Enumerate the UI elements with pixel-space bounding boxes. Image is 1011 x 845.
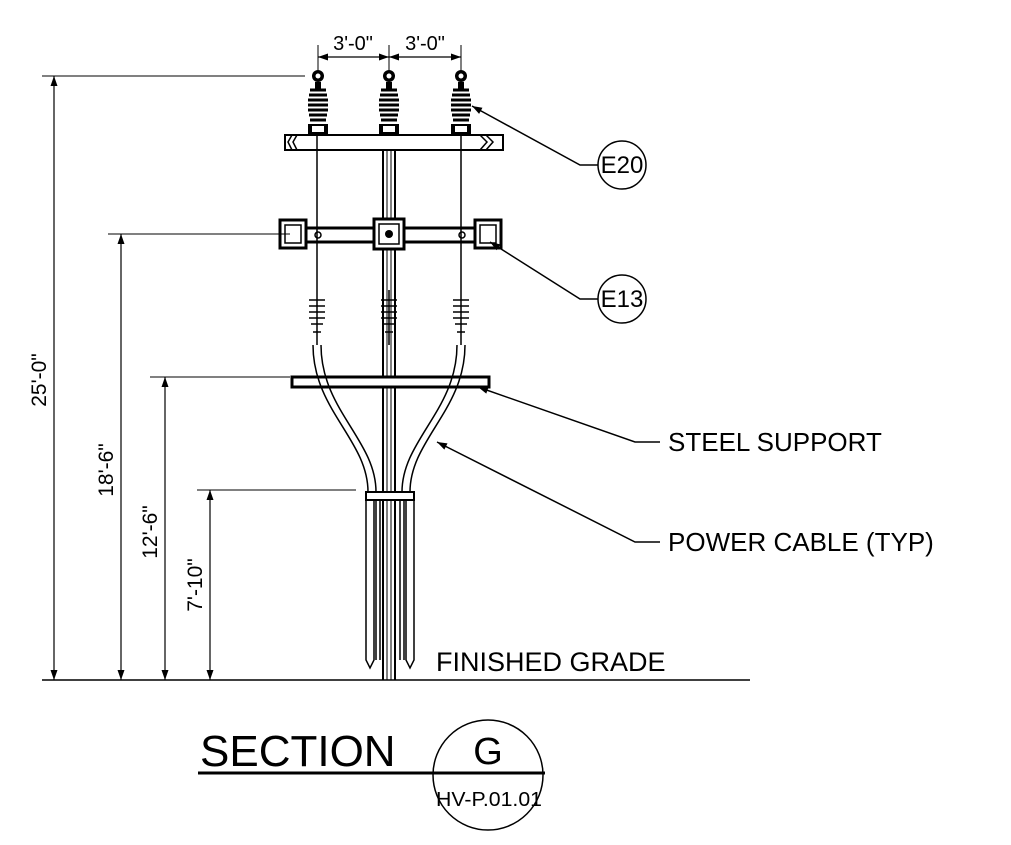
callout-e13-label: E13 bbox=[601, 286, 644, 313]
top-spacing-dimensions: 3'-0" 3'-0" bbox=[317, 33, 462, 70]
total-height-label: 25'-0" bbox=[28, 353, 51, 407]
spacing-left-label: 3'-0" bbox=[333, 33, 373, 55]
pole-structure bbox=[278, 68, 504, 680]
steel-support-label: STEEL SUPPORT bbox=[668, 427, 882, 457]
height-dimensions: 25'-0" 18'-6" 12'-6" 7'-10" bbox=[28, 75, 356, 680]
callout-e20-label: E20 bbox=[601, 152, 644, 179]
section-sheet: HV-P.01.01 bbox=[436, 789, 542, 811]
spacing-right-label: 3'-0" bbox=[405, 33, 445, 55]
section-bubble bbox=[432, 719, 544, 831]
steel-support-leader: STEEL SUPPORT bbox=[477, 386, 882, 457]
power-cables bbox=[312, 344, 466, 493]
callout-e20: E20 bbox=[471, 105, 647, 190]
section-title: SECTION bbox=[200, 727, 396, 776]
steel-support-height-label: 12'-6" bbox=[139, 505, 162, 559]
cable-split-height-label: 7'-10" bbox=[184, 558, 207, 612]
finished-grade-label: FINISHED GRADE bbox=[436, 647, 666, 677]
power-cable-leader: POWER CABLE (TYP) bbox=[436, 441, 934, 557]
section-letter: G bbox=[473, 731, 503, 773]
callout-e13: E13 bbox=[489, 241, 647, 324]
power-cable-label: POWER CABLE (TYP) bbox=[668, 527, 934, 557]
section-title-block: SECTION G HV-P.01.01 bbox=[198, 719, 545, 831]
cable-terminations bbox=[309, 290, 469, 345]
crossarm-height-label: 18'-6" bbox=[95, 443, 118, 497]
